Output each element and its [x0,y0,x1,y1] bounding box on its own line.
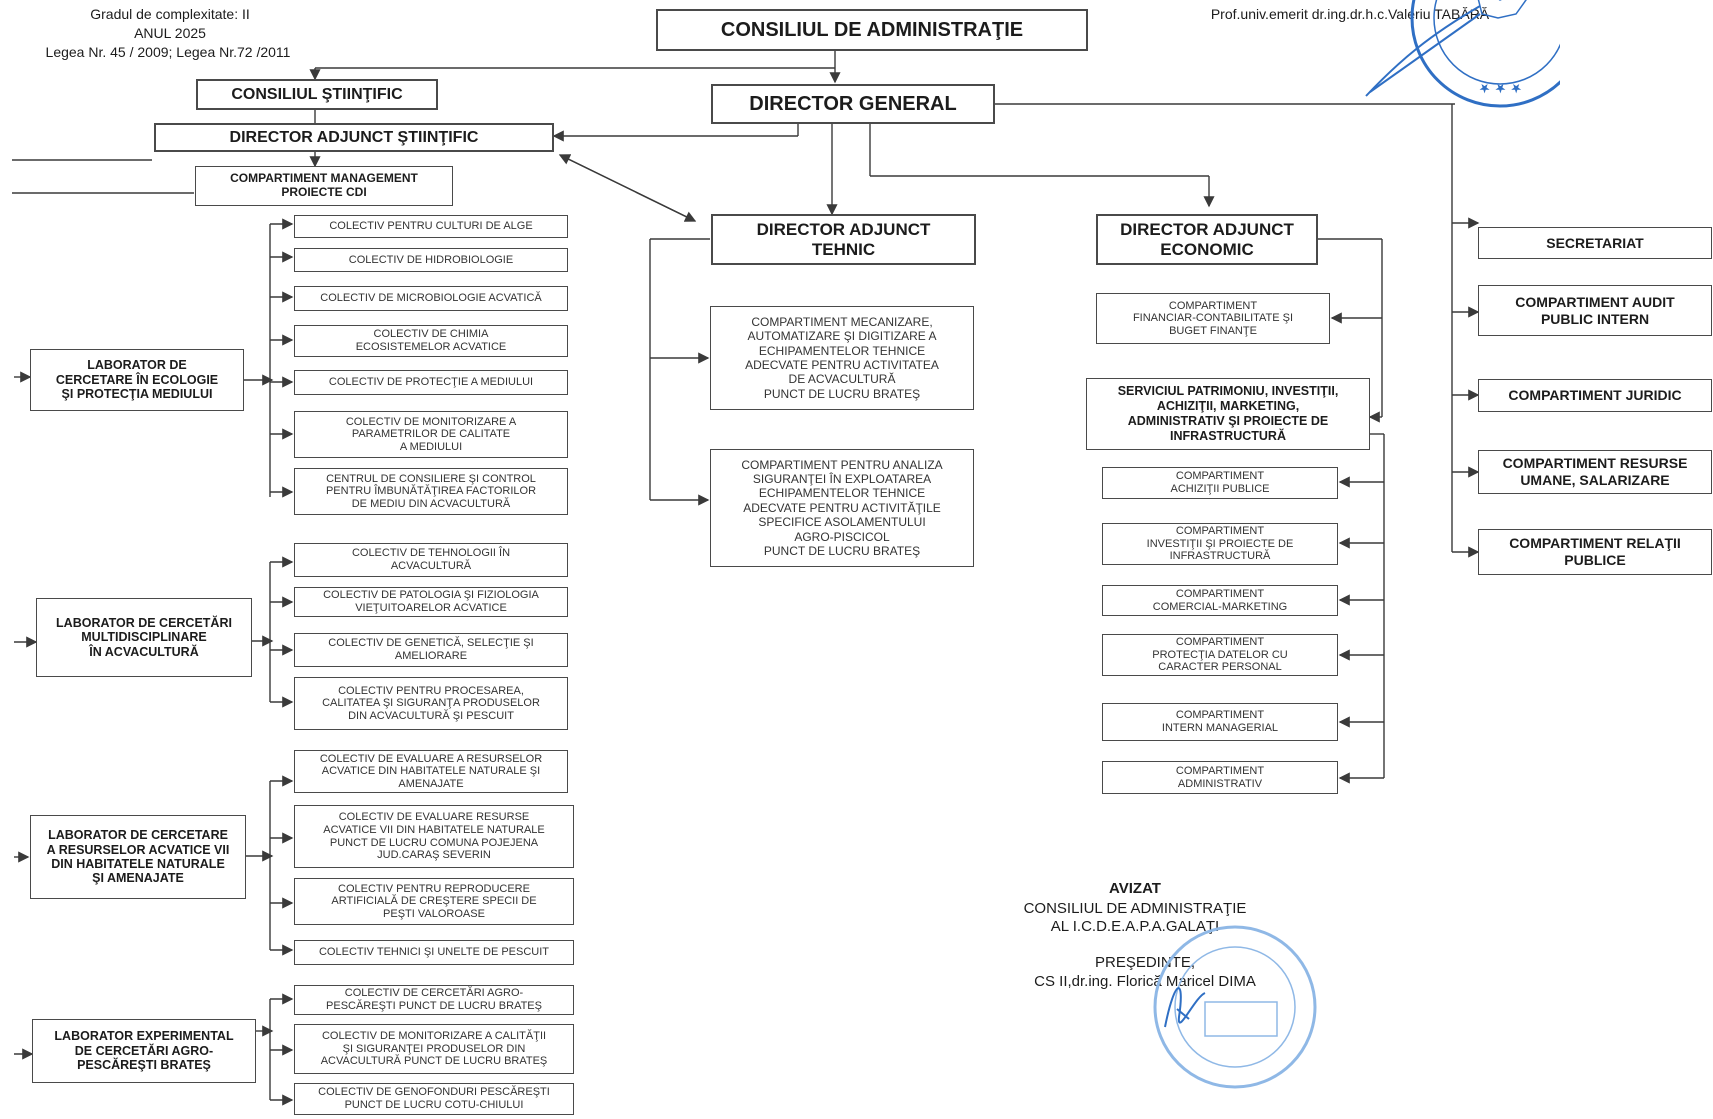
econ-subunit: COMPARTIMENT ADMINISTRATIV [1102,761,1338,794]
lab1-unit: COLECTIV DE CHIMIA ECOSISTEMELOR ACVATIC… [294,325,568,357]
year-label: ANUL 2025 [134,25,206,41]
lab1-unit: COLECTIV DE MONITORIZARE A PARAMETRILOR … [294,411,568,458]
deputy-technical-box: DIRECTOR ADJUNCT TEHNIC [711,214,976,265]
econ-subunit: COMPARTIMENT INVESTIŢII ŞI PROIECTE DE I… [1102,523,1338,565]
svg-text:★ ★ ★: ★ ★ ★ [1479,80,1522,95]
lab-experimental-box: LABORATOR EXPERIMENTAL DE CERCETĂRI AGRO… [32,1019,256,1083]
econ-subunit: COMPARTIMENT PROTECŢIA DATELOR CU CARACT… [1102,634,1338,676]
deputy-scientific-box: DIRECTOR ADJUNCT ŞTIINŢIFIC [154,123,554,152]
approval-name: CS II,dr.ing. Florică Maricel DIMA [1034,973,1256,990]
laws-label: Legea Nr. 45 / 2009; Legea Nr.72 /2011 [45,44,291,60]
tech-unit-safety: COMPARTIMENT PENTRU ANALIZA SIGURANŢEI Î… [710,449,974,567]
right-unit-secretariat: SECRETARIAT [1478,227,1712,259]
complexity-label: Gradul de complexitate: II [90,6,250,22]
lab2-unit: COLECTIV DE GENETICĂ, SELECŢIE ŞI AMELIO… [294,633,568,667]
econ-unit-financial: COMPARTIMENT FINANCIAR-CONTABILITATE ŞI … [1096,293,1330,344]
board-box: CONSILIUL DE ADMINISTRAŢIE [656,9,1088,51]
lab4-unit: COLECTIV DE CERCETĂRI AGRO- PESCĂREŞTI P… [294,985,574,1015]
lab4-unit: COLECTIV DE MONITORIZARE A CALITĂŢII ŞI … [294,1024,574,1074]
lab2-unit: COLECTIV DE PATOLOGIA ŞI FIZIOLOGIA VIEŢ… [294,587,568,617]
lab1-unit: CENTRUL DE CONSILIERE ŞI CONTROL PENTRU … [294,468,568,515]
right-unit-hr: COMPARTIMENT RESURSE UMANE, SALARIZARE [1478,450,1712,494]
econ-subunit: COMPARTIMENT INTERN MANAGERIAL [1102,703,1338,741]
lab3-unit: COLECTIV PENTRU REPRODUCERE ARTIFICIALĂ … [294,878,574,925]
lab1-unit: COLECTIV DE MICROBIOLOGIE ACVATICĂ [294,286,568,311]
academy-stamp-icon: ★ ★ ★ [1365,0,1560,108]
director-general-box: DIRECTOR GENERAL [711,84,995,124]
tech-unit-mechanization: COMPARTIMENT MECANIZARE, AUTOMATIZARE ŞI… [710,306,974,410]
lab2-unit: COLECTIV PENTRU PROCESAREA, CALITATEA ŞI… [294,677,568,730]
approval-line2: AL I.C.D.E.A.P.A.GALAŢI [1050,918,1220,935]
lab1-unit: COLECTIV PENTRU CULTURI DE ALGE [294,215,568,238]
approval-line1: CONSILIUL DE ADMINISTRAŢIE [1023,900,1247,917]
econ-subunit: COMPARTIMENT COMERCIAL-MARKETING [1102,585,1338,616]
lab3-unit: COLECTIV DE EVALUARE A RESURSELOR ACVATI… [294,750,568,793]
right-unit-pr: COMPARTIMENT RELAŢII PUBLICE [1478,529,1712,575]
approval-title: AVIZAT [1109,880,1161,897]
deputy-economic-box: DIRECTOR ADJUNCT ECONOMIC [1096,214,1318,265]
lab3-unit: COLECTIV DE EVALUARE RESURSE ACVATICE VI… [294,805,574,868]
econ-subunit: COMPARTIMENT ACHIZIŢII PUBLICE [1102,467,1338,499]
scientific-council-box: CONSILIUL ŞTIINŢIFIC [196,79,438,110]
council-stamp-icon [1153,925,1317,1089]
lab-ecology-box: LABORATOR DE CERCETARE ÎN ECOLOGIE ŞI PR… [30,349,244,411]
lab3-unit: COLECTIV TEHNICI ŞI UNELTE DE PESCUIT [294,940,574,965]
lab1-unit: COLECTIV DE PROTECŢIE A MEDIULUI [294,370,568,395]
right-unit-audit: COMPARTIMENT AUDIT PUBLIC INTERN [1478,285,1712,336]
lab2-unit: COLECTIV DE TEHNOLOGII ÎN ACVACULTURĂ [294,543,568,577]
president-name: Prof.univ.emerit dr.ing.dr.h.c.Valeriu T… [1210,6,1490,22]
cdi-management-box: COMPARTIMENT MANAGEMENT PROIECTE CDI [195,166,453,206]
lab1-unit: COLECTIV DE HIDROBIOLOGIE [294,248,568,272]
lab4-unit: COLECTIV DE GENOFONDURI PESCĂREŞTI PUNCT… [294,1083,574,1115]
right-unit-legal: COMPARTIMENT JURIDIC [1478,379,1712,412]
lab-resources-box: LABORATOR DE CERCETARE A RESURSELOR ACVA… [30,815,246,899]
lab-multidisciplinary-box: LABORATOR DE CERCETĂRI MULTIDISCIPLINARE… [36,598,252,677]
econ-service-patrimony: SERVICIUL PATRIMONIU, INVESTIŢII, ACHIZI… [1086,378,1370,450]
